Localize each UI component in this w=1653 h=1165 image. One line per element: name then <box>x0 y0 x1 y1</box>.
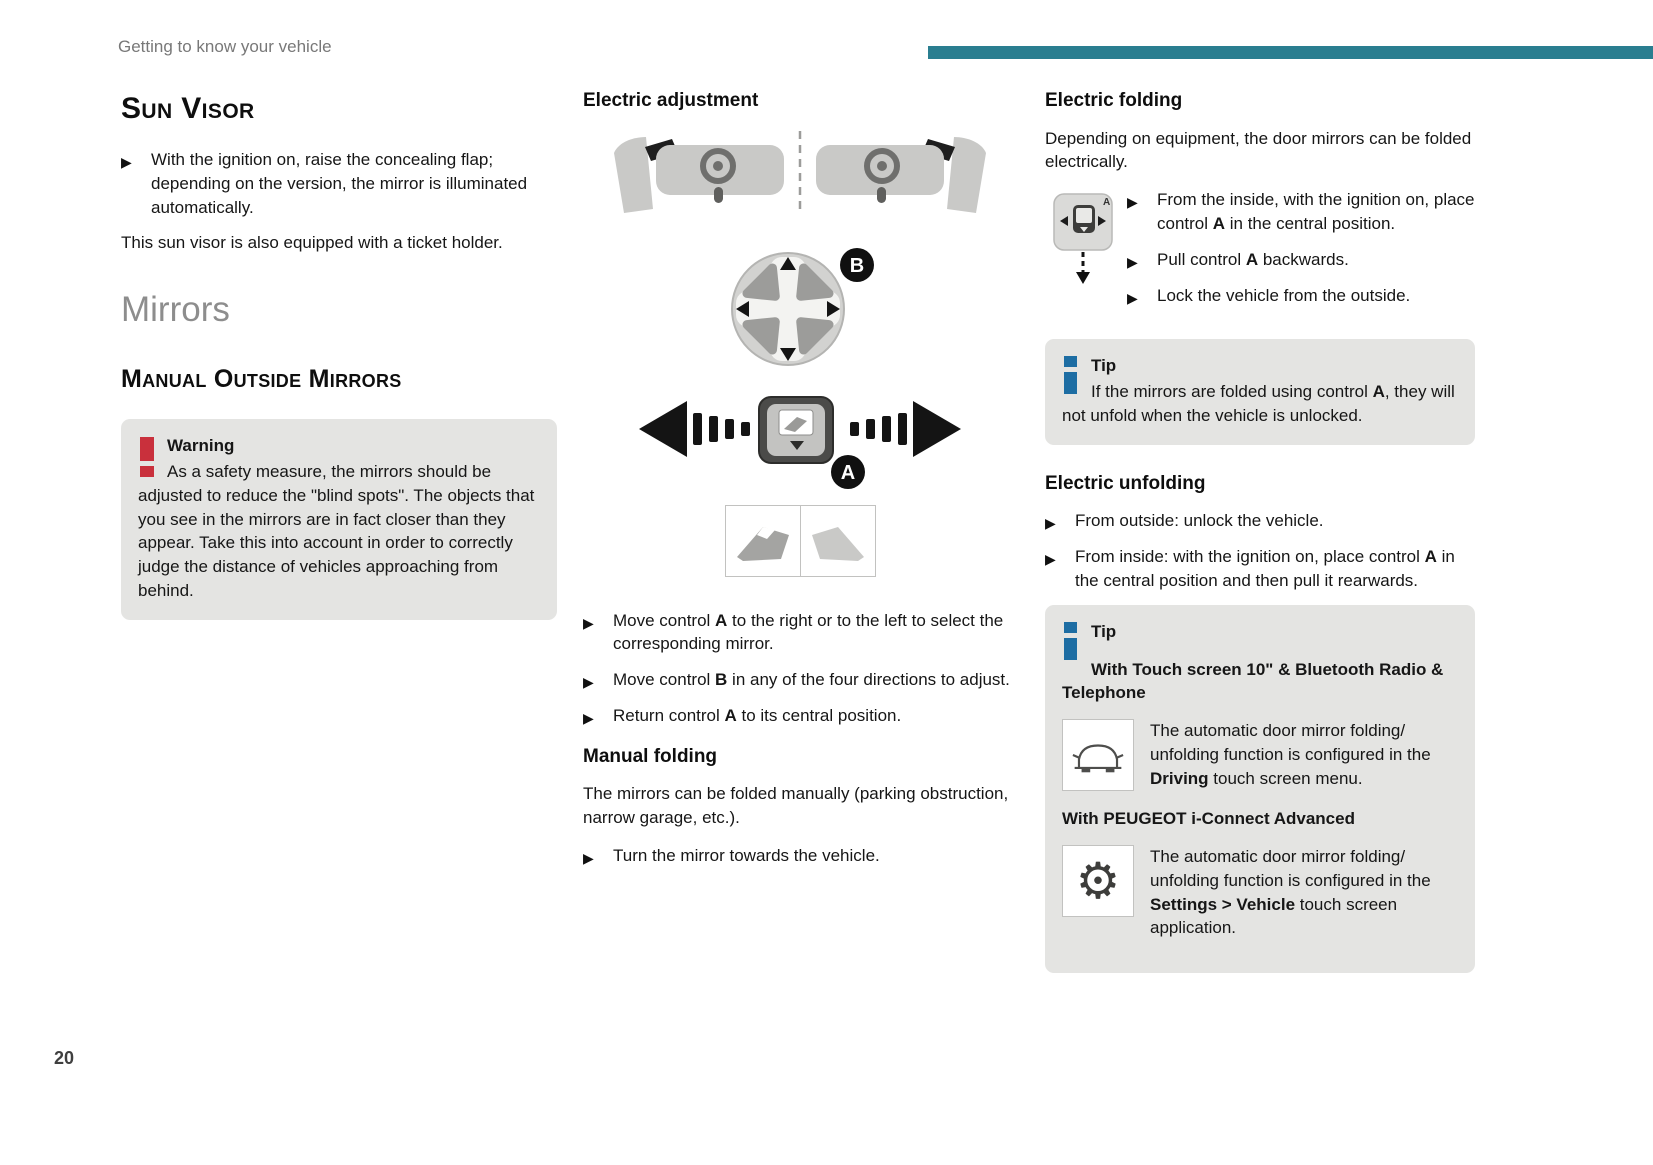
arrow-bullet-icon <box>1127 188 1157 236</box>
arrow-bullet-icon <box>1045 509 1075 533</box>
info-icon <box>1064 621 1077 660</box>
paragraph: Depending on equipment, the door mirrors… <box>1045 128 1472 172</box>
arrow-bullet-icon <box>1127 248 1157 272</box>
arrow-bullet-icon <box>583 704 613 728</box>
accent-bar <box>928 46 1653 59</box>
label-a: A <box>841 462 855 484</box>
list-item: With the ignition on, raise the conceali… <box>121 148 557 219</box>
arrow-bullet-icon <box>583 668 613 692</box>
warning-box: Warning As a safety measure, the mirrors… <box>121 419 557 620</box>
manual-outside-mirrors-heading: Manual Outside Mirrors <box>121 365 402 394</box>
list-item: From the inside, with the ignition on, p… <box>1127 188 1475 236</box>
list-item: Move control A to the right or to the le… <box>583 609 1017 657</box>
list-item: From outside: unlock the vehicle. <box>1045 509 1475 533</box>
tip-title: Tip <box>1091 621 1117 641</box>
fold-control-row: A From the inside, with the ignition on,… <box>1045 188 1475 319</box>
list-item: Return control A to its central position… <box>583 704 1017 728</box>
mirrors-heading: Mirrors <box>121 290 230 330</box>
fold-control-icon: A <box>1053 193 1113 285</box>
row-text: The automatic door mirror folding/ unfol… <box>1150 846 1431 938</box>
gear-icon-box: ⚙ <box>1062 844 1134 917</box>
list-item: Pull control A backwards. <box>1127 248 1475 272</box>
warning-body: As a safety measure, the mirrors should … <box>138 461 535 600</box>
paragraph: This sun visor is also equipped with a t… <box>121 233 503 253</box>
gear-icon: ⚙ <box>1075 851 1121 910</box>
touchscreen-config-row: The automatic door mirror folding/ unfol… <box>1062 719 1458 792</box>
badge-b <box>840 247 874 282</box>
bullet-text: Move control B in any of the four direct… <box>613 670 1010 690</box>
bullet-text: Lock the vehicle from the outside. <box>1157 285 1411 305</box>
label-b: B <box>850 255 864 277</box>
tip-body: If the mirrors are folded using control … <box>1062 382 1455 425</box>
tip-box: Tip If the mirrors are folded using cont… <box>1045 339 1475 445</box>
arrow-bullet-icon <box>583 609 613 657</box>
warning-exclamation-icon <box>140 437 154 478</box>
adjustment-pad-illustration: B <box>731 247 874 366</box>
electric-adjustment-heading: Electric adjustment <box>583 90 759 111</box>
electric-folding-heading: Electric folding <box>1045 90 1183 111</box>
paragraph: The mirrors can be folded manually (park… <box>583 784 1009 828</box>
arrow-bullet-icon <box>1045 545 1075 593</box>
tip-subtitle-touchscreen: With Touch screen 10" & Bluetooth Radio … <box>1062 659 1444 703</box>
list-item: Lock the vehicle from the outside. <box>1127 284 1475 308</box>
arrow-bullet-icon <box>583 844 613 868</box>
list-item: Move control B in any of the four direct… <box>583 668 1017 692</box>
electric-unfolding-heading: Electric unfolding <box>1045 472 1206 494</box>
arrow-bullet-icon <box>1127 284 1157 308</box>
tip-box-configuration: Tip With Touch screen 10" & Bluetooth Ra… <box>1045 604 1475 974</box>
bullet-text: Move control A to the right or to the le… <box>613 610 1004 654</box>
badge-a <box>831 454 865 489</box>
page-number: 20 <box>54 1048 75 1068</box>
iconnect-config-row: ⚙ The automatic door mirror folding/ unf… <box>1062 844 1458 940</box>
bullet-text: From inside: with the ignition on, place… <box>1075 547 1455 590</box>
warning-title: Warning <box>167 436 235 456</box>
list-item: From inside: with the ignition on, place… <box>1045 545 1475 593</box>
bullet-text: Pull control A backwards. <box>1157 249 1349 269</box>
car-icon-box <box>1062 719 1134 792</box>
right-mirror-glass-icon <box>799 504 876 577</box>
tip-title: Tip <box>1091 356 1117 376</box>
row-text: The automatic door mirror folding/ unfol… <box>1150 721 1431 788</box>
mirror-glass-figure <box>583 504 1017 577</box>
tip-subtitle-iconnect: With PEUGEOT i-Connect Advanced <box>1062 809 1355 829</box>
fold-control-label-a: A <box>1103 197 1110 208</box>
manual-folding-heading: Manual folding <box>583 745 718 767</box>
car-icon <box>1072 744 1124 773</box>
sun-visor-heading: Sun Visor <box>121 92 255 125</box>
bullet-text: Turn the mirror towards the vehicle. <box>613 845 880 865</box>
door-mirrors-illustration <box>614 130 1000 217</box>
mirror-select-illustration: A <box>639 395 961 489</box>
bullet-text: Return control A to its central position… <box>613 705 902 725</box>
info-icon <box>1064 356 1077 395</box>
column-left: Sun Visor With the ignition on, raise th… <box>121 88 557 620</box>
section-breadcrumb: Getting to know your vehicle <box>118 37 332 56</box>
list-item: Turn the mirror towards the vehicle. <box>583 844 1017 868</box>
bullet-text: From the inside, with the ignition on, p… <box>1157 190 1475 233</box>
column-right: Electric folding Depending on equipment,… <box>1045 88 1475 974</box>
left-mirror-glass-icon <box>724 504 801 577</box>
column-middle: Electric adjustment <box>583 88 1017 880</box>
bullet-text: From outside: unlock the vehicle. <box>1075 511 1324 531</box>
arrow-bullet-icon <box>121 148 151 219</box>
bullet-text: With the ignition on, raise the conceali… <box>151 150 528 217</box>
